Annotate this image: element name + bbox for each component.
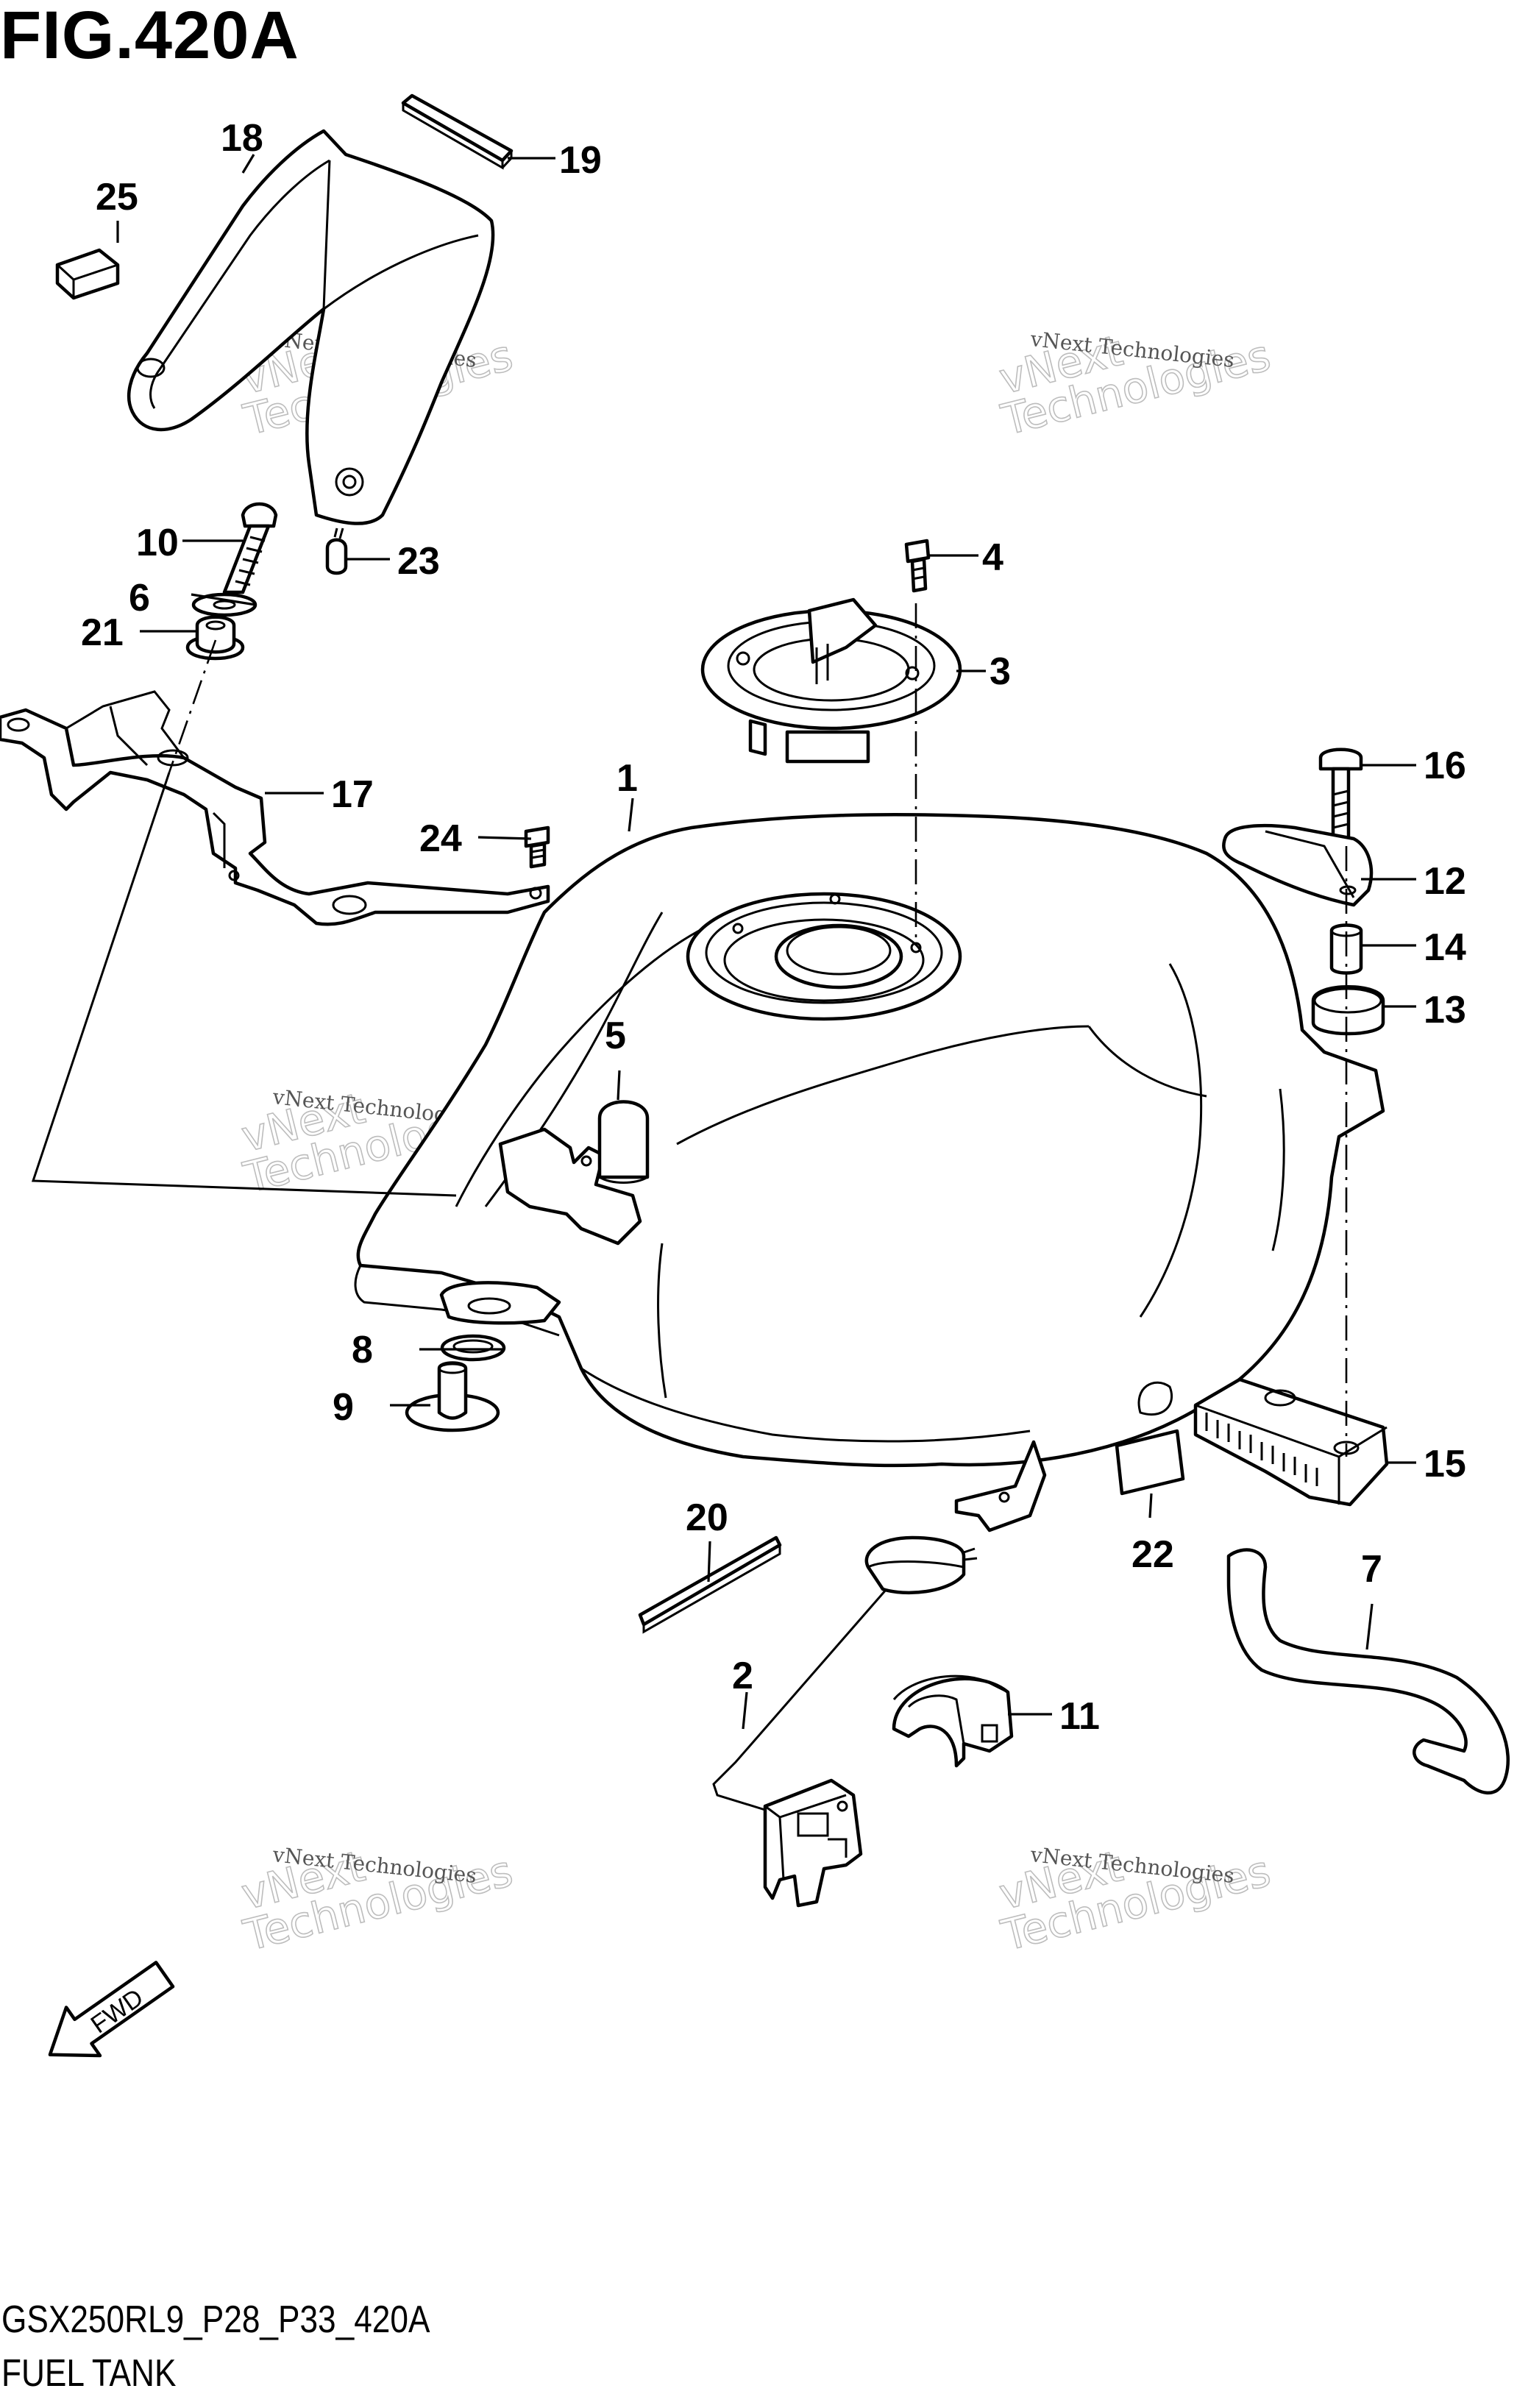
callout-14: 14 bbox=[1424, 926, 1466, 969]
part-15-bracket-block bbox=[1193, 1377, 1389, 1507]
figure-title: FIG.420A bbox=[0, 0, 299, 73]
callout-15: 15 bbox=[1424, 1443, 1466, 1485]
callout-8: 8 bbox=[352, 1329, 373, 1371]
callout-21: 21 bbox=[81, 611, 124, 654]
part-12-plate bbox=[1222, 824, 1374, 907]
part-11-clamp bbox=[892, 1674, 1014, 1768]
part-16-bolt bbox=[1318, 747, 1363, 848]
part-8-seal bbox=[440, 1334, 506, 1362]
diagram-caption: FUEL TANK bbox=[1, 2352, 177, 2395]
fwd-arrow-icon: FWD bbox=[48, 1961, 175, 2058]
callout-19: 19 bbox=[559, 139, 602, 182]
watermark: vNext Technologies vNext Technologies bbox=[994, 1840, 1276, 1961]
callout-16: 16 bbox=[1424, 745, 1466, 787]
part-19-strip bbox=[401, 93, 514, 170]
watermark: vNext Technologies vNext Technologies bbox=[236, 1840, 518, 1961]
part-17-bracket bbox=[0, 690, 550, 926]
callout-12: 12 bbox=[1424, 860, 1466, 903]
part-13-cushion bbox=[1311, 985, 1385, 1036]
callout-3: 3 bbox=[990, 650, 1011, 693]
part-2-fuel-pump bbox=[712, 1535, 978, 1908]
part-6-washer bbox=[191, 592, 257, 617]
callout-2: 2 bbox=[732, 1655, 753, 1697]
part-5-cap bbox=[597, 1100, 650, 1184]
callout-labels: 1 2 3 4 5 6 7 8 9 10 11 12 13 14 15 16 1… bbox=[81, 117, 1466, 1738]
callout-18: 18 bbox=[221, 117, 263, 160]
part-25-cushion bbox=[55, 248, 120, 300]
callout-23: 23 bbox=[397, 540, 440, 583]
leader-lines bbox=[116, 154, 1416, 1730]
callout-22: 22 bbox=[1131, 1533, 1174, 1576]
callout-1: 1 bbox=[617, 757, 638, 800]
part-9-fitting bbox=[405, 1361, 500, 1432]
callout-7: 7 bbox=[1361, 1548, 1382, 1591]
callout-5: 5 bbox=[605, 1015, 626, 1057]
part-7-hose bbox=[1226, 1548, 1510, 1795]
alignment-lines bbox=[31, 603, 1348, 1457]
part-10-bolt bbox=[222, 502, 278, 594]
callout-9: 9 bbox=[333, 1386, 354, 1429]
callout-20: 20 bbox=[686, 1496, 728, 1539]
callout-11: 11 bbox=[1059, 1695, 1100, 1738]
part-18-side-cover bbox=[127, 129, 495, 525]
callout-6: 6 bbox=[129, 577, 150, 619]
part-23-clip bbox=[325, 528, 348, 575]
model-code: GSX250RL9_P28_P33_420A bbox=[1, 2298, 430, 2341]
part-21-grommet bbox=[185, 615, 245, 661]
part-20-strip bbox=[638, 1535, 782, 1634]
part-22-label bbox=[1115, 1429, 1185, 1496]
watermark: vNext Technologies vNext Technologies bbox=[994, 324, 1276, 446]
callout-24: 24 bbox=[419, 817, 462, 860]
callout-13: 13 bbox=[1424, 989, 1466, 1031]
callout-25: 25 bbox=[96, 176, 138, 219]
callout-10: 10 bbox=[136, 522, 179, 564]
part-24-bolt bbox=[524, 825, 550, 869]
callout-17: 17 bbox=[331, 773, 374, 816]
callout-4: 4 bbox=[982, 536, 1003, 579]
part-3-fuel-cap bbox=[700, 597, 962, 764]
part-1-fuel-tank bbox=[354, 812, 1385, 1532]
part-4-screw bbox=[904, 539, 931, 593]
